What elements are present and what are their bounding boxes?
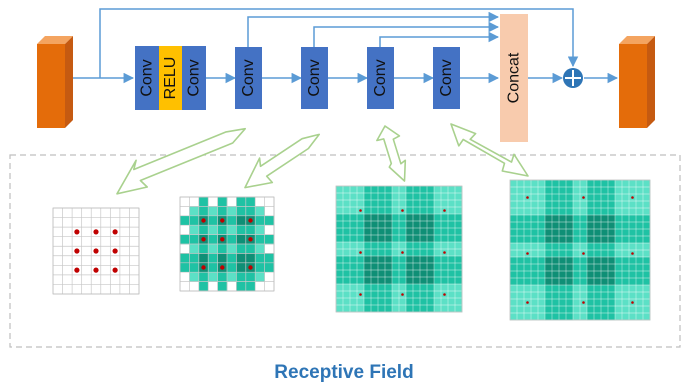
- receptive-field-dot: [401, 293, 404, 296]
- double-arrow-2: [244, 133, 321, 189]
- receptive-field-dot: [201, 265, 206, 270]
- feature-map-input-icon: [37, 36, 73, 128]
- conv-1-label: Conv: [240, 59, 257, 96]
- conv-4-label: Conv: [438, 59, 455, 96]
- receptive-field-dot: [443, 293, 446, 296]
- conv-block-2: [301, 47, 328, 109]
- receptive-field-dot: [112, 229, 118, 235]
- receptive-field-dot: [220, 218, 225, 223]
- receptive-field-dot: [582, 252, 585, 255]
- receptive-field-dot: [93, 267, 99, 273]
- skip-to-concat-1: [247, 11, 500, 47]
- skip-to-concat-3: [379, 31, 500, 47]
- receptive-field-dot: [359, 251, 362, 254]
- conv-2-label: Conv: [306, 59, 323, 96]
- connections: [73, 8, 619, 84]
- receptive-field-dot: [582, 301, 585, 304]
- receptive-field-dot: [74, 248, 80, 254]
- receptive-field-grids: [52, 179, 651, 321]
- receptive-field-dot: [582, 196, 585, 199]
- receptive-field-grid-4: [509, 179, 651, 321]
- double-arrow-3: [376, 125, 407, 182]
- skip-to-concat-2: [313, 21, 500, 47]
- receptive-field-caption: Receptive Field: [274, 362, 413, 383]
- conv-block-4: [433, 47, 460, 109]
- receptive-field-dot: [401, 209, 404, 212]
- conv-relu-conv-block: [135, 46, 206, 110]
- double-arrow-1: [116, 127, 246, 195]
- conv-b-label: Conv: [186, 59, 203, 96]
- receptive-field-dot: [443, 209, 446, 212]
- conv-block-1: [235, 47, 262, 109]
- receptive-field-dot: [401, 251, 404, 254]
- receptive-field-dot: [220, 265, 225, 270]
- receptive-field-dot: [201, 218, 206, 223]
- concat-block: [500, 14, 528, 142]
- conv-3-label: Conv: [372, 59, 389, 96]
- receptive-field-grid-1: [52, 207, 140, 295]
- receptive-field-dot: [220, 237, 225, 242]
- receptive-field-dot: [93, 229, 99, 235]
- double-arrow-4: [450, 123, 529, 177]
- relu-label: RELU: [162, 57, 179, 100]
- element-wise-sum-icon: [563, 68, 583, 88]
- receptive-field-dot: [74, 229, 80, 235]
- feature-map-output-icon: [619, 36, 655, 128]
- receptive-field-dot: [93, 248, 99, 254]
- concat-label: Concat: [506, 52, 523, 103]
- receptive-field-dot: [526, 196, 529, 199]
- receptive-field-dot: [443, 251, 446, 254]
- receptive-field-grid-2: [179, 196, 275, 292]
- receptive-field-dot: [359, 293, 362, 296]
- receptive-field-dot: [526, 252, 529, 255]
- receptive-field-dot: [526, 301, 529, 304]
- skip-to-sum: [99, 8, 579, 78]
- receptive-field-dot: [201, 237, 206, 242]
- receptive-field-dot: [248, 237, 253, 242]
- receptive-field-dot: [112, 267, 118, 273]
- receptive-field-dot: [631, 196, 634, 199]
- receptive-field-grid-3: [335, 185, 463, 313]
- receptive-field-dot: [248, 265, 253, 270]
- receptive-field-dot: [631, 301, 634, 304]
- receptive-field-dot: [112, 248, 118, 254]
- double-arrows: [116, 123, 529, 195]
- conv-a-label: Conv: [139, 59, 156, 96]
- receptive-field-region: [9, 154, 681, 348]
- receptive-field-dot: [74, 267, 80, 273]
- receptive-field-dot: [631, 252, 634, 255]
- receptive-field-dot: [248, 218, 253, 223]
- conv-block-3: [367, 47, 394, 109]
- receptive-field-dot: [359, 209, 362, 212]
